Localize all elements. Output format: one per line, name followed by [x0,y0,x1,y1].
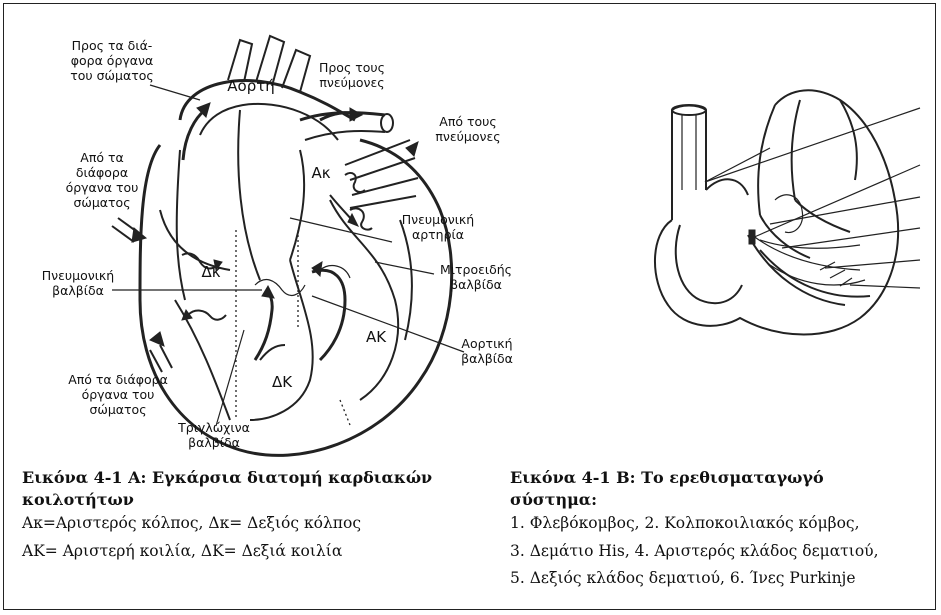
caption-b-line-2: 3. Δεμάτιο His, 4. Αριστερός κλάδος δεμα… [510,541,879,561]
caption-a-line-2: ΑΚ= Αριστερή κοιλία, ΔΚ= Δεξιά κοιλία [22,541,342,561]
caption-b-line-3: 5. Δεξιός κλάδος δεματιού, 6. Ίνες Purki… [510,568,856,588]
caption-a-line-1: Ακ=Αριστερός κόλπος, Δκ= Δεξιός κόλπος [22,513,361,533]
caption-b-title: Εικόνα 4-1 Β: Το ερεθισματαγωγό σύστημα: [510,467,840,511]
caption-a-title: Εικόνα 4-1 Α: Εγκάρσια διατομή καρδιακών… [22,467,477,511]
caption-b-line-1: 1. Φλεβόκομβος, 2. Κολποκοιλιακός κόμβος… [510,513,860,533]
